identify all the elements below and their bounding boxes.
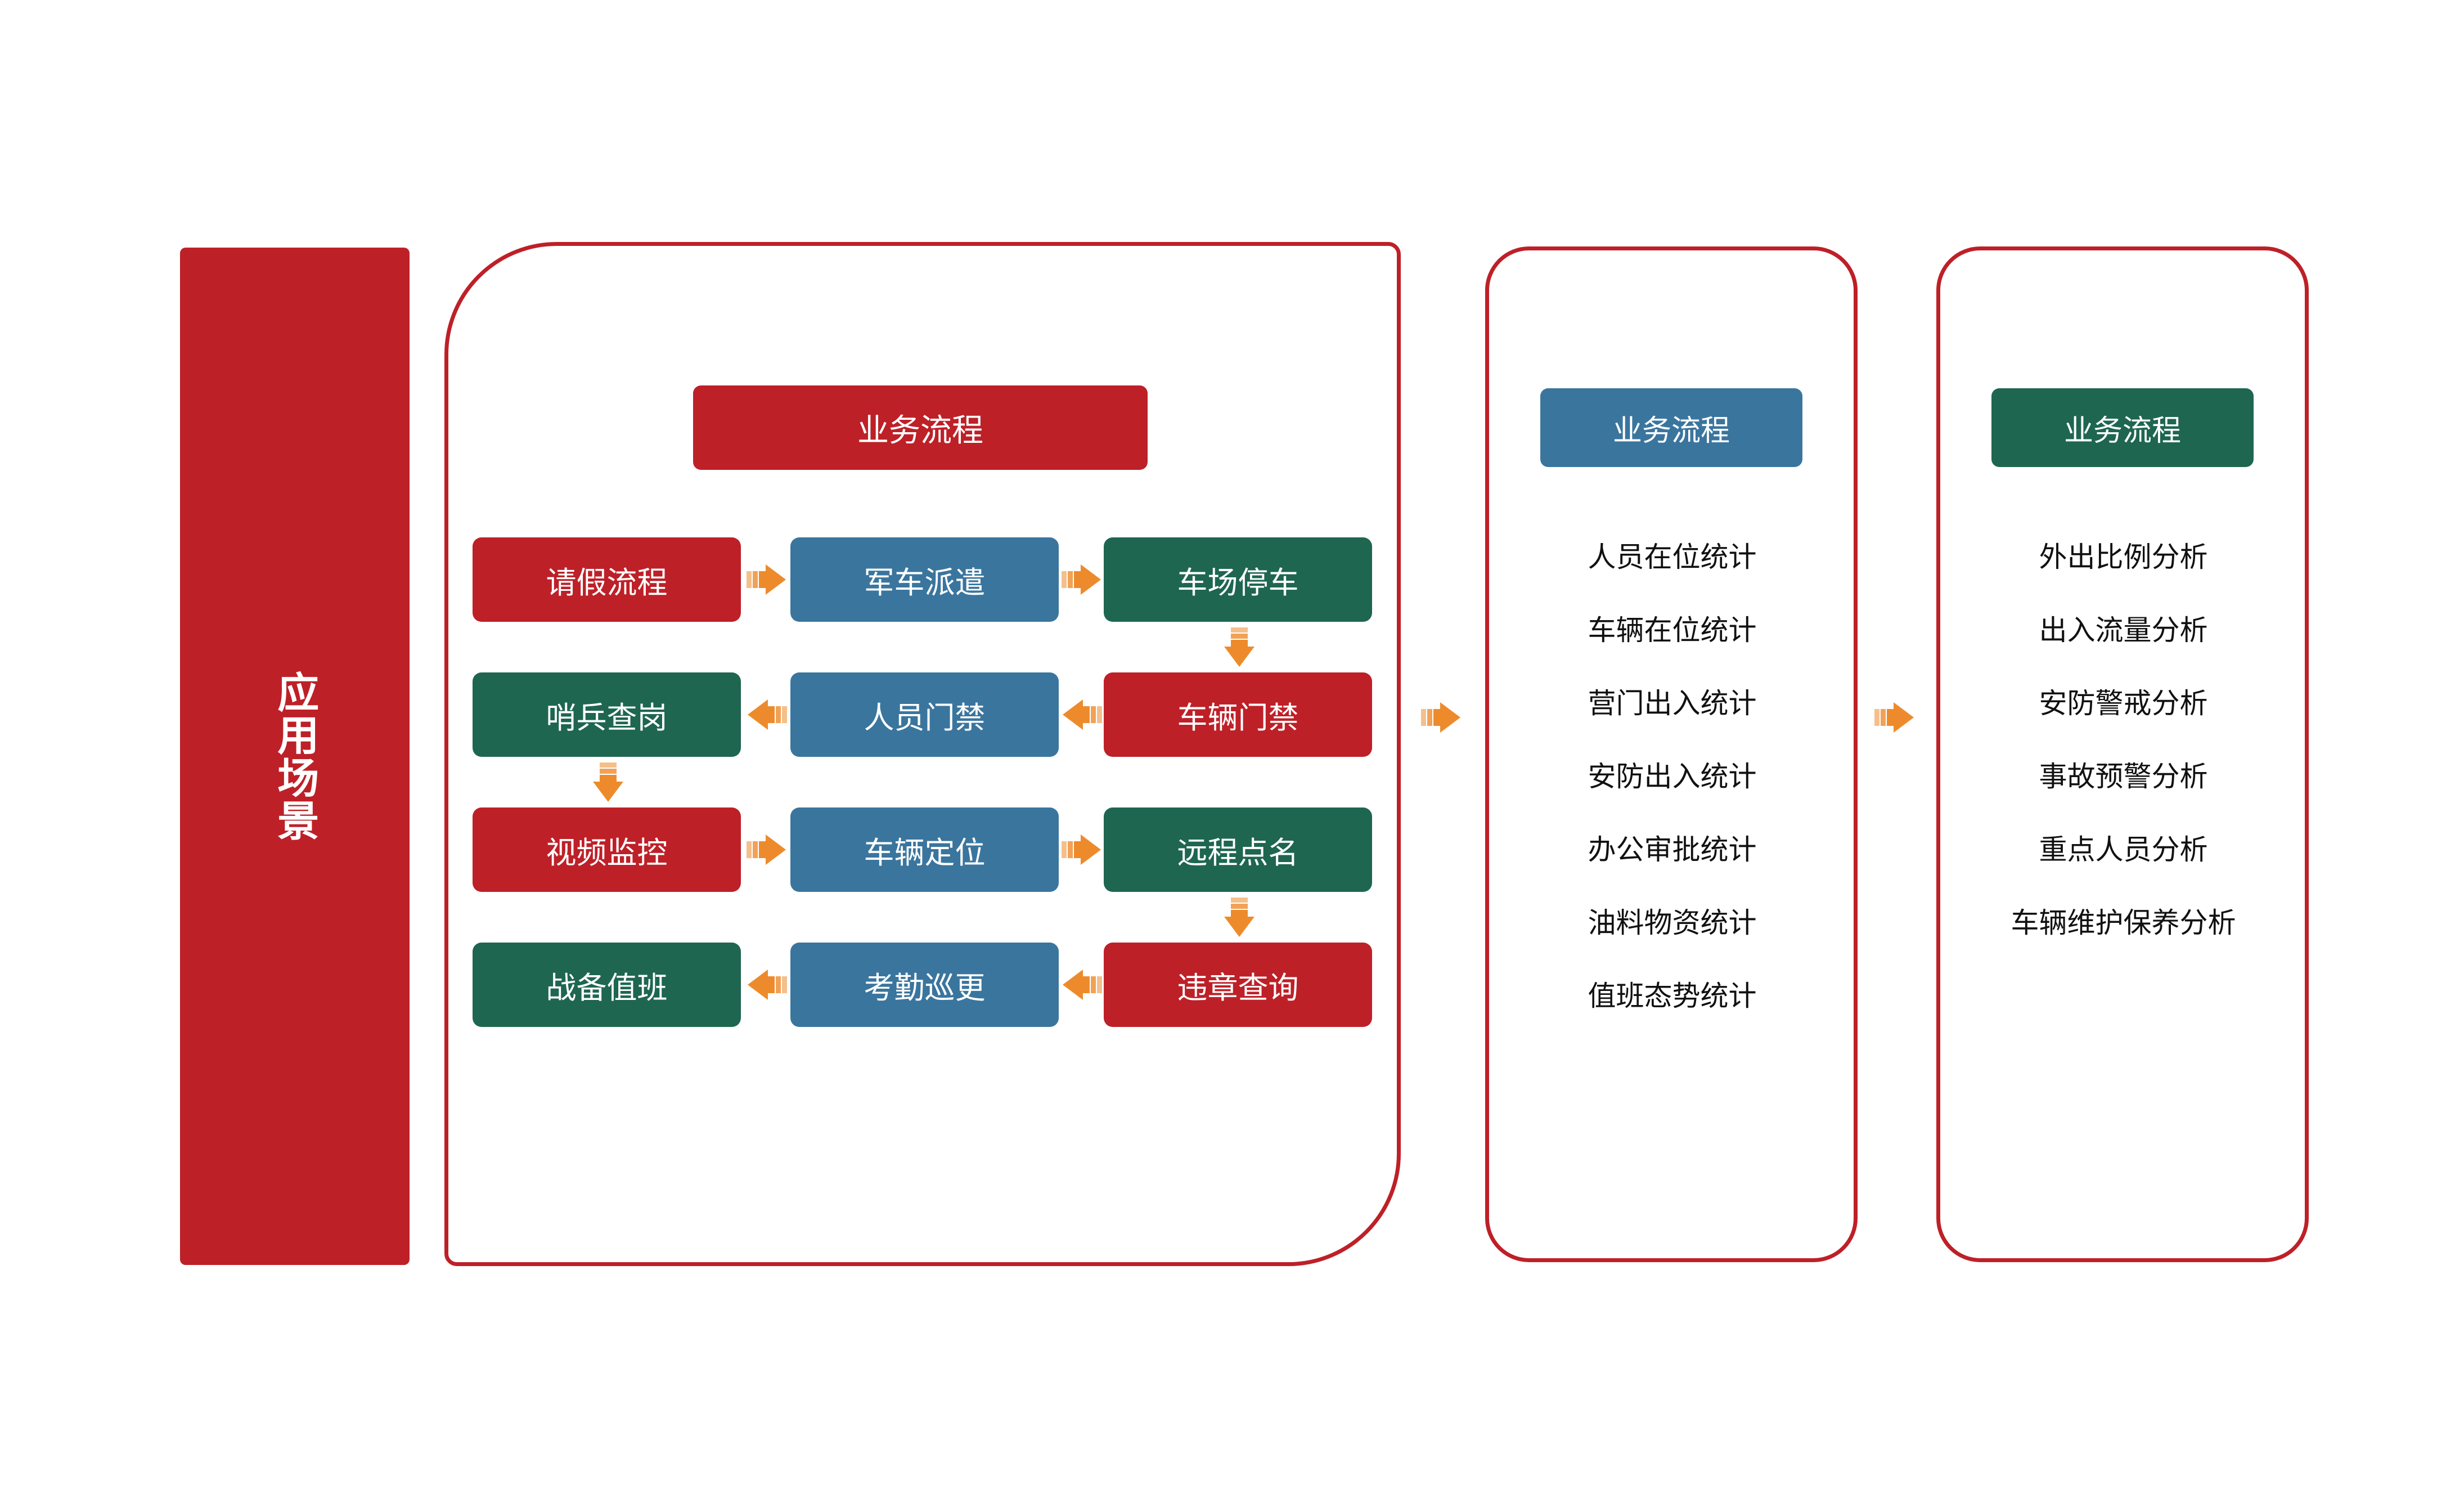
arrow-down-icon (588, 761, 628, 804)
list-item[interactable]: 值班态势统计 (1588, 980, 1757, 1012)
list-item[interactable]: 安防警戒分析 (2039, 688, 2208, 719)
arrow-right-icon (1060, 560, 1103, 599)
list-item[interactable]: 重点人员分析 (2039, 834, 2208, 865)
list-item[interactable]: 安防出入统计 (1588, 761, 1757, 792)
arrow-left-icon (1060, 695, 1103, 734)
application-scenario-label: 应用场景 (271, 671, 318, 842)
flow-box-cheliangmenjin[interactable]: 车辆门禁 (1104, 672, 1372, 757)
flow-box-shipinjiankong[interactable]: 视频监控 (473, 807, 741, 892)
list-item[interactable]: 车辆维护保养分析 (2011, 907, 2236, 939)
list-item[interactable]: 办公审批统计 (1588, 834, 1757, 865)
flow-box-shaobingchagang[interactable]: 哨兵查岗 (473, 672, 741, 757)
list-item[interactable]: 外出比例分析 (2039, 541, 2208, 573)
main-panel-header: 业务流程 (693, 385, 1148, 470)
arrow-right-icon (1420, 698, 1463, 737)
flow-box-qingjialiucheng[interactable]: 请假流程 (473, 537, 741, 622)
list-item[interactable]: 车辆在位统计 (1588, 614, 1757, 646)
flow-box-yuanchengdianming[interactable]: 远程点名 (1104, 807, 1372, 892)
flow-box-cheliangdingwei[interactable]: 车辆定位 (790, 807, 1059, 892)
list-item[interactable]: 油料物资统计 (1588, 907, 1757, 939)
arrow-right-icon (745, 560, 788, 599)
list-item[interactable]: 营门出入统计 (1588, 688, 1757, 719)
flow-box-keqinxungeng[interactable]: 考勤巡更 (790, 943, 1059, 1027)
flow-box-weizhangchaxun[interactable]: 违章查询 (1104, 943, 1372, 1027)
list-item[interactable]: 出入流量分析 (2039, 614, 2208, 646)
statistics-list: 人员在位统计 车辆在位统计 营门出入统计 安防出入统计 办公审批统计 油料物资统… (1496, 521, 1848, 1033)
arrow-right-icon (1873, 698, 1916, 737)
statistics-panel-header: 业务流程 (1540, 388, 1802, 467)
analysis-panel-header: 业务流程 (1991, 388, 2254, 467)
analysis-list: 外出比例分析 出入流量分析 安防警戒分析 事故预警分析 重点人员分析 车辆维护保… (1948, 521, 2299, 959)
flow-box-junchepaiqian[interactable]: 军车派遣 (790, 537, 1059, 622)
arrow-left-icon (745, 695, 788, 734)
arrow-left-icon (745, 965, 788, 1004)
list-item[interactable]: 事故预警分析 (2039, 761, 2208, 792)
arrow-right-icon (1060, 830, 1103, 869)
arrow-down-icon (1220, 626, 1259, 669)
flow-box-zhanbeizhiban[interactable]: 战备值班 (473, 943, 741, 1027)
list-item[interactable]: 人员在位统计 (1588, 541, 1757, 573)
arrow-right-icon (745, 830, 788, 869)
arrow-down-icon (1220, 896, 1259, 939)
application-scenario-bar: 应用场景 (180, 248, 410, 1265)
flow-box-chechangtingche[interactable]: 车场停车 (1104, 537, 1372, 622)
flow-box-renyuanmenjin[interactable]: 人员门禁 (790, 672, 1059, 757)
arrow-left-icon (1060, 965, 1103, 1004)
